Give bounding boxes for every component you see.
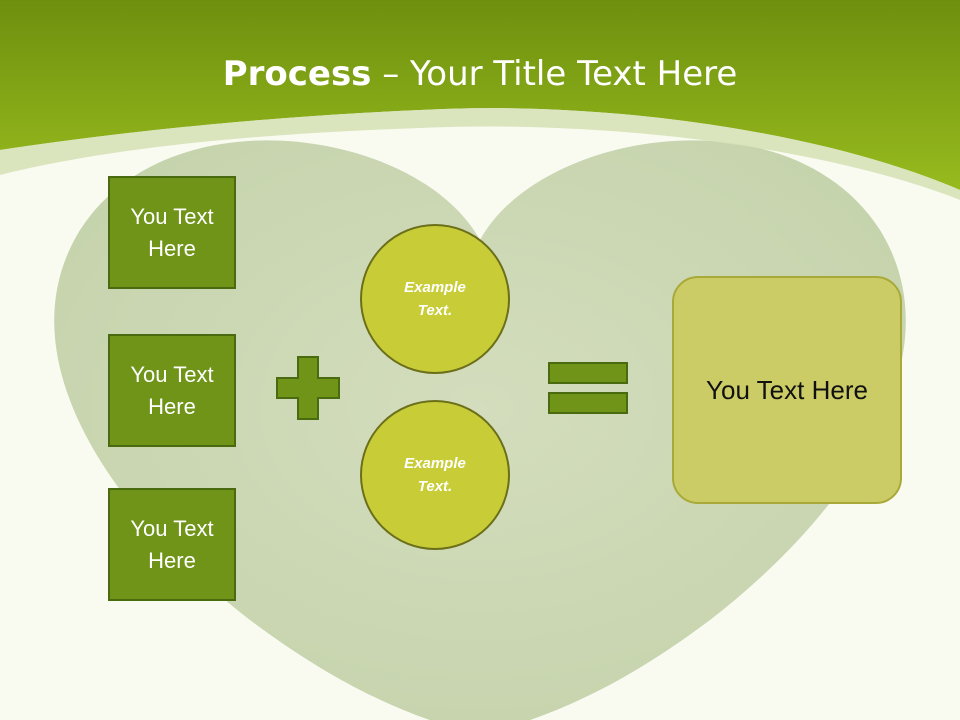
header-band: [0, 0, 960, 190]
header-swoosh: [0, 108, 960, 200]
input-box-2-label: You Text Here: [130, 361, 214, 419]
result-box-label: You Text Here: [706, 374, 868, 405]
input-box-3: You Text Here: [108, 488, 236, 601]
input-box-2: You Text Here: [108, 334, 236, 447]
input-box-3-label: You Text Here: [130, 515, 214, 573]
example-circle-2-label: Example Text.: [404, 455, 466, 495]
result-box: You Text Here: [672, 276, 902, 504]
example-circle-1-label: Example Text.: [404, 279, 466, 319]
input-box-1: You Text Here: [108, 176, 236, 289]
title-bold: Process: [222, 54, 372, 94]
equals-icon: [548, 362, 628, 414]
input-box-1-label: You Text Here: [130, 203, 214, 261]
plus-icon: [276, 356, 340, 420]
example-circle-1: Example Text.: [360, 224, 510, 374]
example-circle-2: Example Text.: [360, 400, 510, 550]
slide-title: Process – Your Title Text Here: [0, 50, 960, 98]
title-rest: – Your Title Text Here: [371, 54, 738, 94]
